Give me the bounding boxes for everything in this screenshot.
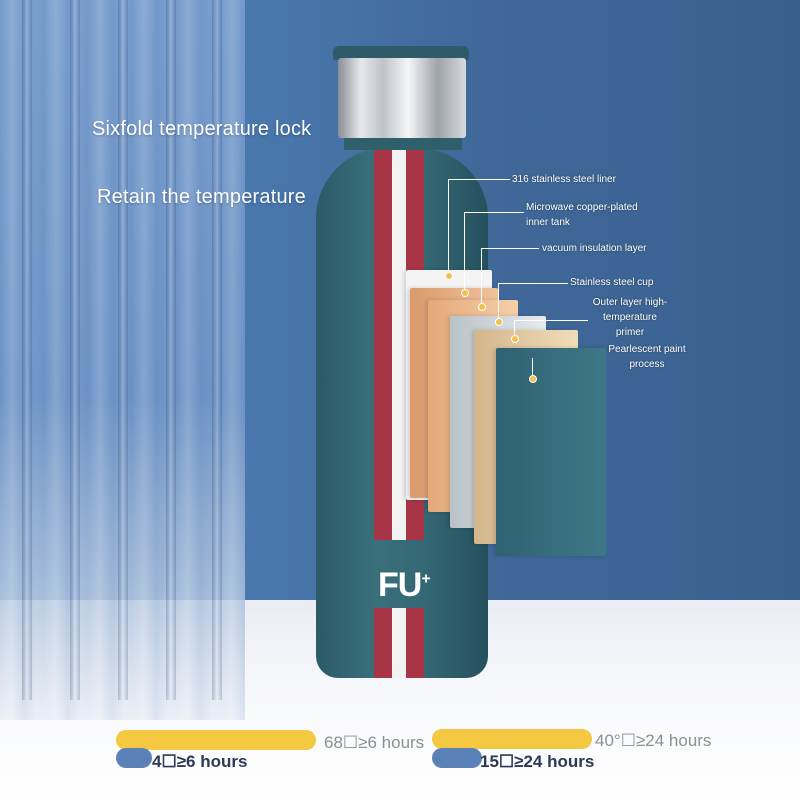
callout-line bbox=[498, 283, 499, 321]
stripe-white-upper bbox=[392, 150, 406, 540]
legend-label-top-right: 40°☐≥24 hours bbox=[595, 731, 712, 750]
callout-dot bbox=[478, 303, 486, 311]
legend-swatch-blue bbox=[116, 748, 152, 768]
callout-line bbox=[514, 320, 515, 338]
curtain-fold bbox=[212, 0, 222, 700]
callout-line bbox=[514, 320, 588, 321]
callout-line bbox=[498, 283, 568, 284]
bottle-neck bbox=[344, 136, 462, 150]
callout-dot bbox=[445, 272, 453, 280]
legend-swatch-yellow bbox=[432, 729, 592, 749]
layer-paint bbox=[496, 348, 606, 556]
legend-label-top-left: 68☐≥6 hours bbox=[324, 733, 425, 752]
callout-dot bbox=[511, 335, 519, 343]
callout-line bbox=[481, 248, 482, 306]
callout-line bbox=[481, 248, 539, 249]
callout-label-copper: Microwave copper-plated inner tank bbox=[526, 202, 638, 228]
legend-label-bottom-left: 4☐≥6 hours bbox=[152, 752, 248, 771]
callout-label-steel-cup: Stainless steel cup bbox=[570, 277, 654, 288]
curtain-fold bbox=[166, 0, 176, 700]
headline-primary: Sixfold temperature lock bbox=[92, 118, 312, 140]
callout-line bbox=[448, 179, 449, 274]
callout-line bbox=[464, 212, 465, 292]
brand-logo: FU+ bbox=[378, 566, 431, 605]
callout-label-primer: Outer layer high-temperature primer bbox=[592, 297, 668, 338]
headline-secondary: Retain the temperature bbox=[97, 186, 306, 208]
curtain-fold bbox=[118, 0, 128, 700]
callout-dot bbox=[495, 318, 503, 326]
logo-text: FU bbox=[378, 566, 422, 604]
stripe-white-lower bbox=[392, 608, 406, 678]
callout-label-liner: 316 stainless steel liner bbox=[512, 174, 616, 185]
legend-swatch-yellow bbox=[116, 730, 316, 750]
legend-label-bottom-right: 15☐≥24 hours bbox=[480, 752, 595, 771]
callout-label-paint: Pearlescent paint process bbox=[608, 344, 686, 370]
callout-line bbox=[532, 358, 533, 378]
curtain-fold bbox=[70, 0, 80, 700]
curtain-fold bbox=[22, 0, 32, 700]
callout-label-vacuum: vacuum insulation layer bbox=[542, 243, 647, 254]
callout-dot bbox=[461, 289, 469, 297]
callout-line bbox=[464, 212, 524, 213]
callout-dot bbox=[529, 375, 537, 383]
legend-swatch-blue bbox=[432, 748, 482, 768]
bottle-cap-top bbox=[333, 46, 469, 60]
logo-mark: + bbox=[421, 570, 430, 588]
curtain bbox=[0, 0, 245, 720]
callout-line bbox=[448, 179, 510, 180]
bottle-cap bbox=[338, 58, 466, 138]
